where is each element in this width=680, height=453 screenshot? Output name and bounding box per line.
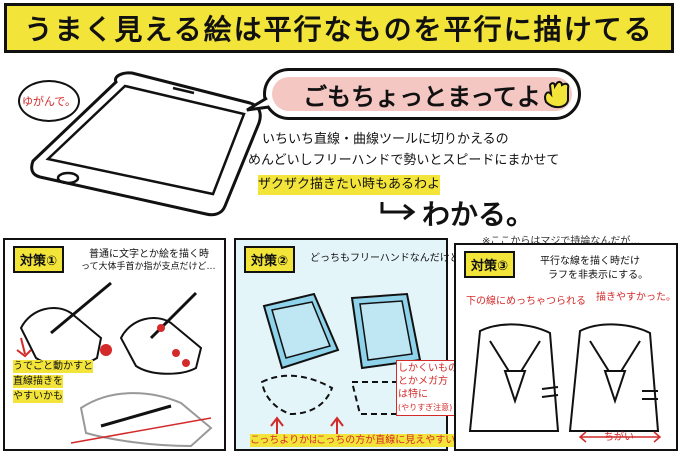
waving-hand-icon xyxy=(544,80,570,108)
phone-illustration xyxy=(30,71,262,217)
speech-text: ごもちょっとまってよ xyxy=(303,82,541,111)
panel-2-note-4: (やりすぎ注意) xyxy=(398,403,453,412)
speech-bubble: ごもちょっとまってよ xyxy=(263,68,581,120)
panel-1-line-2: って大体手首か指が支点だけど… xyxy=(81,262,216,272)
panel-2-left-label: こっちよりかは xyxy=(250,434,319,447)
panel-2-note: しかくいもの とかメガ方 は特に (やりすぎ注意) xyxy=(396,360,460,416)
note-line-1: いちいち直線・曲線ツールに切りかえるの xyxy=(262,132,509,147)
hand-drawing-illustration xyxy=(16,281,213,448)
note-line-2: めんどいしフリーハンドで勢いとスピードにまかせて xyxy=(248,153,560,168)
aside-note: ※ここからはマジで持論なんだが… xyxy=(482,236,641,247)
note-line-3: ザクザク描きたい時もあるわよ xyxy=(258,175,441,195)
panel-3-tag: 対策③ xyxy=(464,251,516,278)
panel-3-bottom-label: ちがい xyxy=(604,432,634,443)
title-banner: うまく見える絵は平行なものを平行に描けてる xyxy=(4,3,674,53)
speech-bubble-fill xyxy=(272,77,572,111)
phone-annotation: ゆがんで。 xyxy=(18,80,80,122)
panel-2-note-1: しかくいもの xyxy=(398,363,458,374)
panel-1-line-1: 普通に文字とか絵を描く時 xyxy=(89,249,209,260)
panel-3-right-label: 描きやすかった。 xyxy=(596,292,676,303)
panel-3-line-2: ラフを非表示にする。 xyxy=(548,270,649,281)
panel-3-left-label: 下の線にめっちゃつられる xyxy=(466,296,586,307)
panel-1-note-3: やすいかも xyxy=(13,390,63,403)
panel-2-right-label: こっちの方が直線に見えやすい xyxy=(316,434,456,447)
phone-comparison-illustration xyxy=(260,292,424,436)
panel-2-tag: 対策② xyxy=(244,246,296,273)
panel-3: 対策③ 平行な線を描く時だけ ラフを非表示にする。 下の線にめっちゃつられる 描… xyxy=(454,243,678,451)
speech-tail xyxy=(246,96,270,112)
panel-2-note-3: は特に xyxy=(398,389,428,400)
panel-1-tag: 対策① xyxy=(13,246,65,273)
page-title: うまく見える絵は平行なものを平行に描けてる xyxy=(24,13,654,46)
panel-2-note-2: とかメガ方 xyxy=(398,376,448,387)
sailor-uniform-illustration xyxy=(468,323,662,443)
panel-1: 対策① 普通に文字とか絵を描く時 って大体手首か指が支点だけど… うでごと動かす… xyxy=(3,238,226,451)
panel-2: 対策② どっちもフリーハンドなんだけど。 しかくいもの とかメガ方 は特に (や… xyxy=(234,238,469,451)
panel-1-note-2: 直線描きを xyxy=(13,375,63,388)
panel-1-note-1: うでごと動かすと xyxy=(13,360,93,373)
phone-annotation-text: ゆがんで。 xyxy=(21,95,76,108)
arrow-right-icon xyxy=(380,202,416,221)
panel-3-line-1: 平行な線を描く時だけ xyxy=(540,256,640,267)
panel-2-line-1: どっちもフリーハンドなんだけど。 xyxy=(310,253,470,264)
answer-text: わかる。 xyxy=(422,198,535,231)
